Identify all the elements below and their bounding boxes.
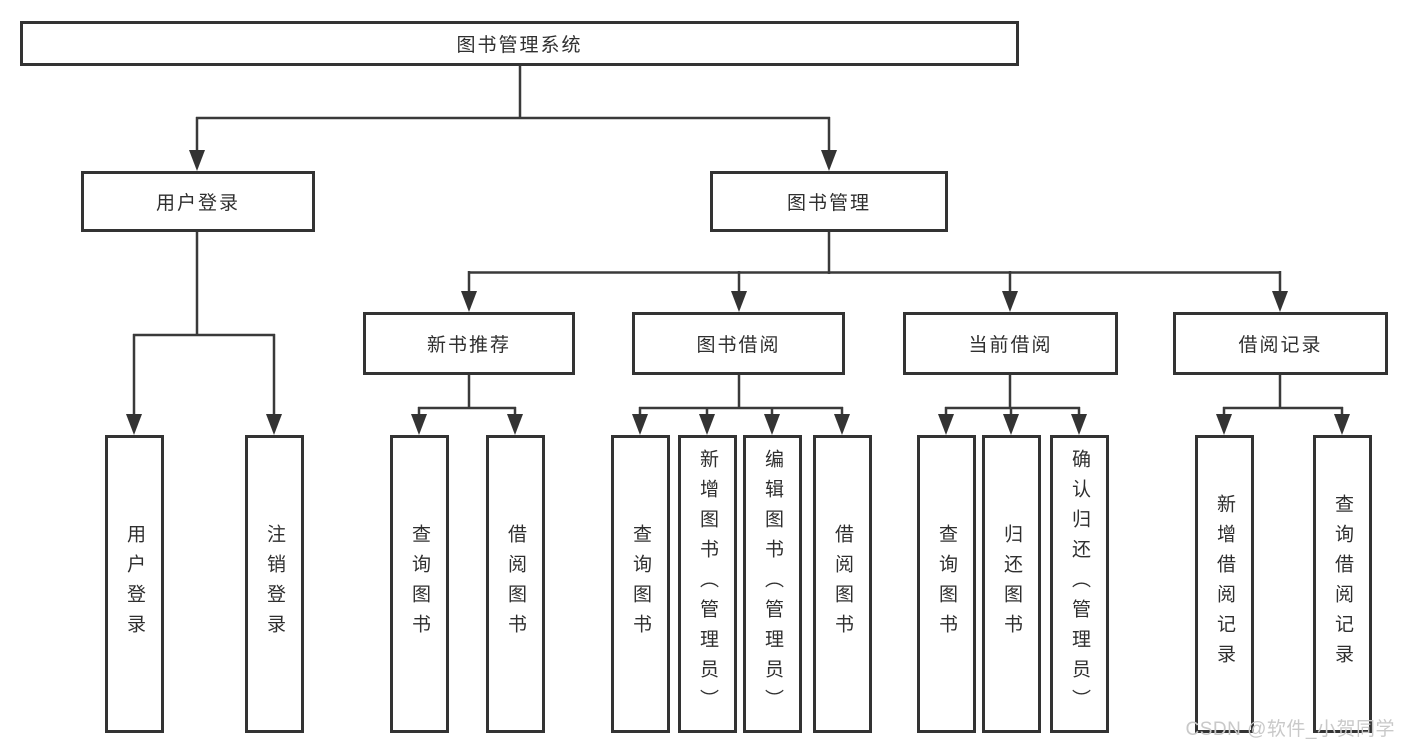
node-label: 借阅记录 — [1238, 335, 1323, 356]
node-book-borrowing: 图书借阅 — [632, 312, 845, 375]
node-label: 归还图书 — [1001, 524, 1022, 644]
node-new-book-recommendation: 新书推荐 — [363, 312, 575, 375]
node-label: 查询图书 — [936, 524, 957, 644]
node-current-borrowing: 当前借阅 — [903, 312, 1118, 375]
leaf-search-books-recommend: 查询图书 — [390, 435, 449, 733]
node-book-management: 图书管理 — [710, 171, 948, 232]
node-label: 查询图书 — [409, 524, 430, 644]
leaf-confirm-return-admin: 确认归还（管理员） — [1050, 435, 1109, 733]
arrowhead-icons — [126, 150, 1350, 435]
node-label: 确认归还（管理员） — [1069, 449, 1090, 719]
node-library-management-system: 图书管理系统 — [20, 21, 1019, 66]
leaf-add-books-admin: 新增图书（管理员） — [678, 435, 737, 733]
leaf-edit-books-admin: 编辑图书（管理员） — [743, 435, 802, 733]
leaf-logout: 注销登录 — [245, 435, 304, 733]
leaf-add-borrow-record: 新增借阅记录 — [1195, 435, 1254, 733]
node-label: 借阅图书 — [832, 524, 853, 644]
leaf-search-books-current: 查询图书 — [917, 435, 976, 733]
node-label: 查询借阅记录 — [1332, 494, 1353, 674]
leaf-user-login: 用户登录 — [105, 435, 164, 733]
node-label: 当前借阅 — [968, 335, 1053, 356]
node-label: 图书管理 — [786, 193, 871, 214]
node-label: 图书借阅 — [696, 335, 781, 356]
leaf-search-books-borrowing: 查询图书 — [611, 435, 670, 733]
node-label: 新书推荐 — [426, 335, 511, 356]
leaf-borrow-books-recommend: 借阅图书 — [486, 435, 545, 733]
node-label: 查询图书 — [630, 524, 651, 644]
node-label: 图书管理系统 — [456, 35, 583, 56]
node-label: 用户登录 — [155, 193, 240, 214]
leaf-search-borrow-record: 查询借阅记录 — [1313, 435, 1372, 733]
node-label: 编辑图书（管理员） — [762, 449, 783, 719]
node-label: 借阅图书 — [505, 524, 526, 644]
node-user-login: 用户登录 — [81, 171, 315, 232]
csdn-watermark: CSDN @软件_小贺同学 — [1185, 719, 1395, 740]
leaf-borrow-books-borrowing: 借阅图书 — [813, 435, 872, 733]
leaf-return-books: 归还图书 — [982, 435, 1041, 733]
node-borrowing-records: 借阅记录 — [1173, 312, 1388, 375]
node-label: 新增借阅记录 — [1214, 494, 1235, 674]
node-label: 新增图书（管理员） — [697, 449, 718, 719]
node-label: 注销登录 — [264, 524, 285, 644]
node-label: 用户登录 — [124, 524, 145, 644]
